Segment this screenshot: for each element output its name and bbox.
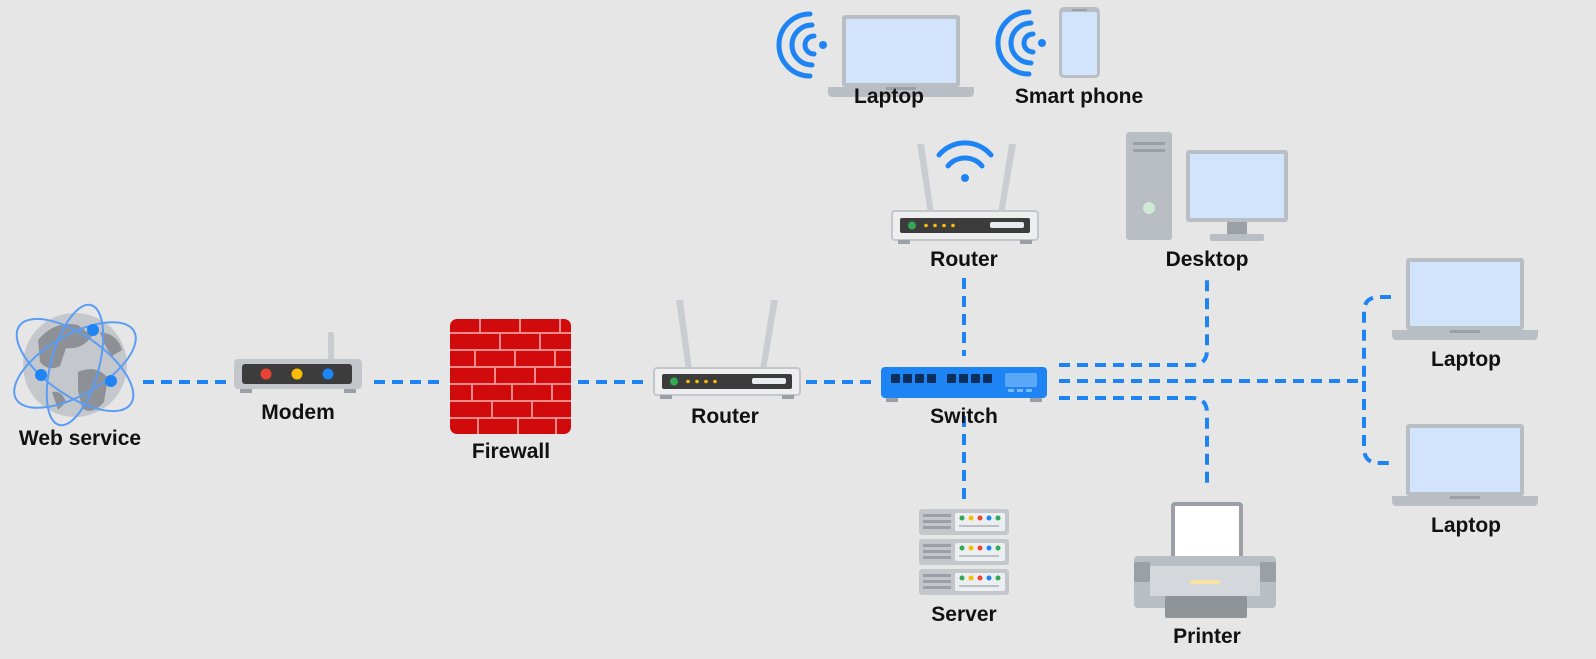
desktop-label: Desktop [1165,248,1249,271]
printer-label: Printer [1173,625,1241,648]
modem-label: Modem [261,401,335,424]
laptop-icon [1392,424,1538,506]
link-switch-printer [1059,396,1209,484]
link-laptop-upper [1362,295,1391,381]
wifi-signal-icon [998,12,1046,74]
smartphone-icon [1059,7,1100,78]
wifi-signal-icon [936,140,994,182]
network-switch-icon [881,367,1047,402]
laptop-wired-1-label: Laptop [1431,348,1501,371]
router-wireless-label: Router [930,248,998,271]
link-switch-desktop [1059,278,1209,367]
server-rack-icon [919,509,1009,595]
connection-lines [143,278,1391,502]
wifi-signal-icon [779,14,827,76]
switch-label: Switch [930,405,998,428]
web-service-label: Web service [18,427,142,450]
link-laptop-lower [1362,381,1391,465]
smartphone-label: Smart phone [1014,85,1144,108]
modem-icon [234,332,362,393]
laptop-icon [1392,258,1538,340]
printer-icon [1134,502,1276,618]
brick-wall-icon [450,319,571,434]
router-icon [653,300,801,399]
laptop-wired-2-label: Laptop [1431,514,1501,537]
laptop-wireless-label: Laptop [854,85,924,108]
server-label: Server [931,603,997,626]
router-main-label: Router [691,405,759,428]
wifi-router-icon [891,144,1039,244]
desktop-computer-icon [1126,132,1288,241]
globe-icon [13,303,137,427]
firewall-label: Firewall [471,440,551,463]
